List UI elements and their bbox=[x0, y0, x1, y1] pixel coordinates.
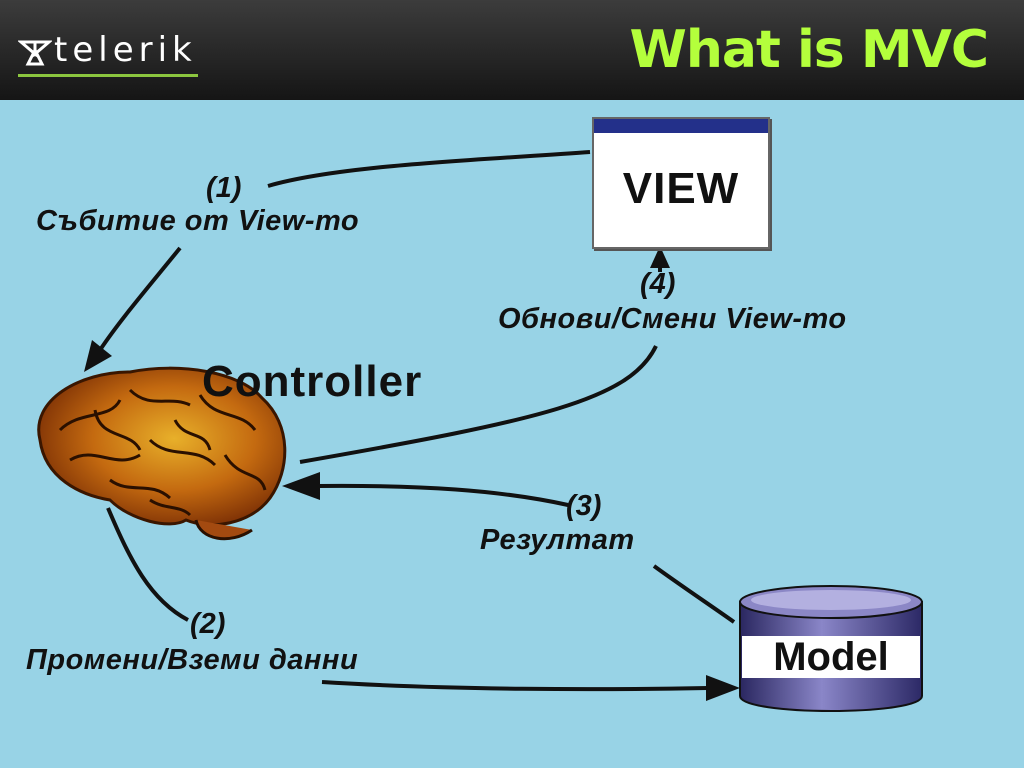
edge-2-line-upper bbox=[106, 507, 189, 622]
edge-3-line-upper bbox=[317, 483, 569, 507]
edge-1-arrowhead bbox=[84, 340, 112, 372]
edge-2-number: (2) bbox=[190, 608, 226, 640]
view-label: VIEW bbox=[622, 164, 740, 213]
edge-4-number: (4) bbox=[640, 268, 676, 300]
edge-3-line-lower bbox=[652, 564, 736, 624]
slide-header: telerik What is MVC bbox=[0, 0, 1024, 100]
edge-1-line-lower bbox=[98, 246, 182, 352]
edge-1-label: Събитие от View-то bbox=[36, 205, 360, 237]
controller-label: Controller bbox=[202, 357, 423, 406]
edge-1-line bbox=[267, 150, 591, 188]
edge-2-line-lower bbox=[321, 680, 709, 692]
logo-text: telerik bbox=[54, 30, 197, 70]
view-node: VIEW bbox=[592, 117, 770, 249]
edge-1-number: (1) bbox=[206, 172, 242, 204]
edge-4-label: Обнови/Смени View-то bbox=[498, 303, 847, 335]
edge-3-label: Резултат bbox=[480, 524, 635, 556]
telerik-logo-icon bbox=[18, 40, 52, 66]
window-icon bbox=[594, 119, 768, 133]
edge-3-number: (3) bbox=[566, 490, 602, 522]
telerik-logo: telerik bbox=[18, 28, 203, 77]
edge-4-line-lower bbox=[299, 345, 658, 464]
edge-2-label: Промени/Вземи данни bbox=[26, 644, 359, 676]
slide-title: What is MVC bbox=[629, 20, 989, 80]
edge-3-arrowhead bbox=[282, 472, 320, 500]
logo-underline bbox=[18, 74, 198, 77]
edge-2-arrowhead bbox=[706, 675, 740, 701]
model-label: Model bbox=[742, 636, 920, 678]
brain-icon bbox=[37, 366, 287, 541]
edge-4-arrowhead bbox=[650, 246, 670, 268]
